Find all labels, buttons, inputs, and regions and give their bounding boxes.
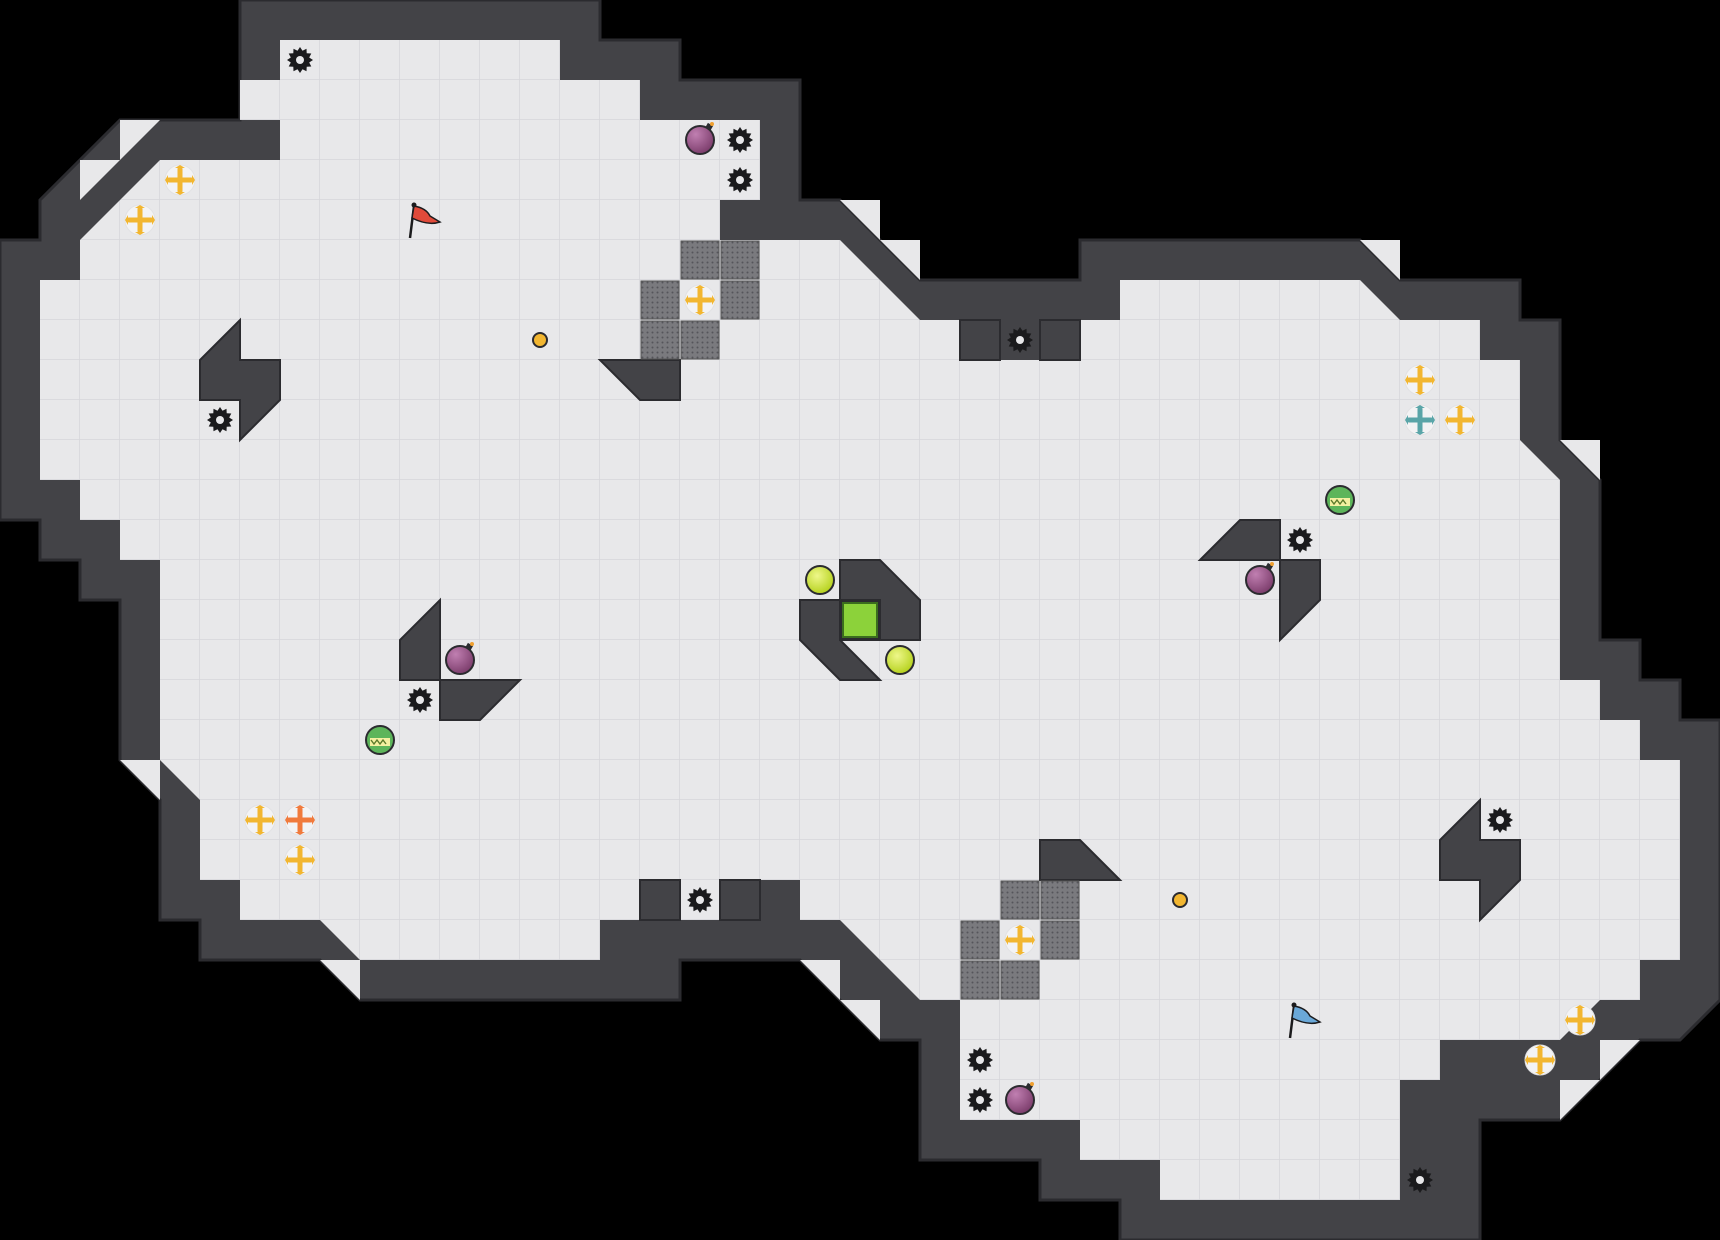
yellow-powerup-icon (284, 844, 316, 876)
floor-edges (80, 120, 1640, 1120)
interior-walls (199, 317, 1521, 923)
yellow-powerup-icon (244, 804, 276, 836)
spike-icon (287, 47, 313, 73)
spike-icon (727, 127, 753, 153)
floor-grate (1000, 960, 1040, 1000)
yellow-powerup-icon (684, 284, 716, 316)
floor-grate (720, 280, 760, 320)
spike-icon (967, 1047, 993, 1073)
floor-grate (1040, 920, 1080, 960)
floor-grate (960, 920, 1000, 960)
floor-grate (1040, 880, 1080, 920)
small-dot-icon (1172, 892, 1188, 908)
bomb-icon (685, 122, 715, 155)
floor-grate (960, 960, 1000, 1000)
spike-icon (687, 887, 713, 913)
bomb-icon (445, 642, 475, 675)
green-token-icon (1325, 485, 1355, 515)
ball-icon (885, 645, 915, 675)
spike-icon (1007, 327, 1033, 353)
small-dot-icon (532, 332, 548, 348)
floor-grate (720, 240, 760, 280)
floor-grate (1000, 880, 1040, 920)
yellow-powerup-icon (1524, 1044, 1556, 1076)
floor-grate (680, 240, 720, 280)
yellow-powerup-icon (1004, 924, 1036, 956)
yellow-powerup-icon (1404, 364, 1436, 396)
teal-powerup-icon (1404, 404, 1436, 436)
bomb-icon (1245, 562, 1275, 595)
spike-icon (407, 687, 433, 713)
blue-flag-icon (1288, 1002, 1322, 1039)
bomb-icon (1005, 1082, 1035, 1115)
floor-grate (640, 280, 680, 320)
spike-icon (967, 1087, 993, 1113)
spike-icon (1407, 1167, 1433, 1193)
red-flag-icon (408, 202, 442, 239)
spike-icon (1287, 527, 1313, 553)
floor-grate (640, 320, 680, 360)
spike-icon (1487, 807, 1513, 833)
yellow-powerup-icon (1564, 1004, 1596, 1036)
orange-powerup-icon (284, 804, 316, 836)
spike-icon (727, 167, 753, 193)
ball-icon (805, 565, 835, 595)
spike-icon (207, 407, 233, 433)
green-token-icon (365, 725, 395, 755)
yellow-powerup-icon (1444, 404, 1476, 436)
yellow-powerup-icon (124, 204, 156, 236)
floor-grate (680, 320, 720, 360)
yellow-powerup-icon (164, 164, 196, 196)
center-goal (842, 602, 878, 638)
